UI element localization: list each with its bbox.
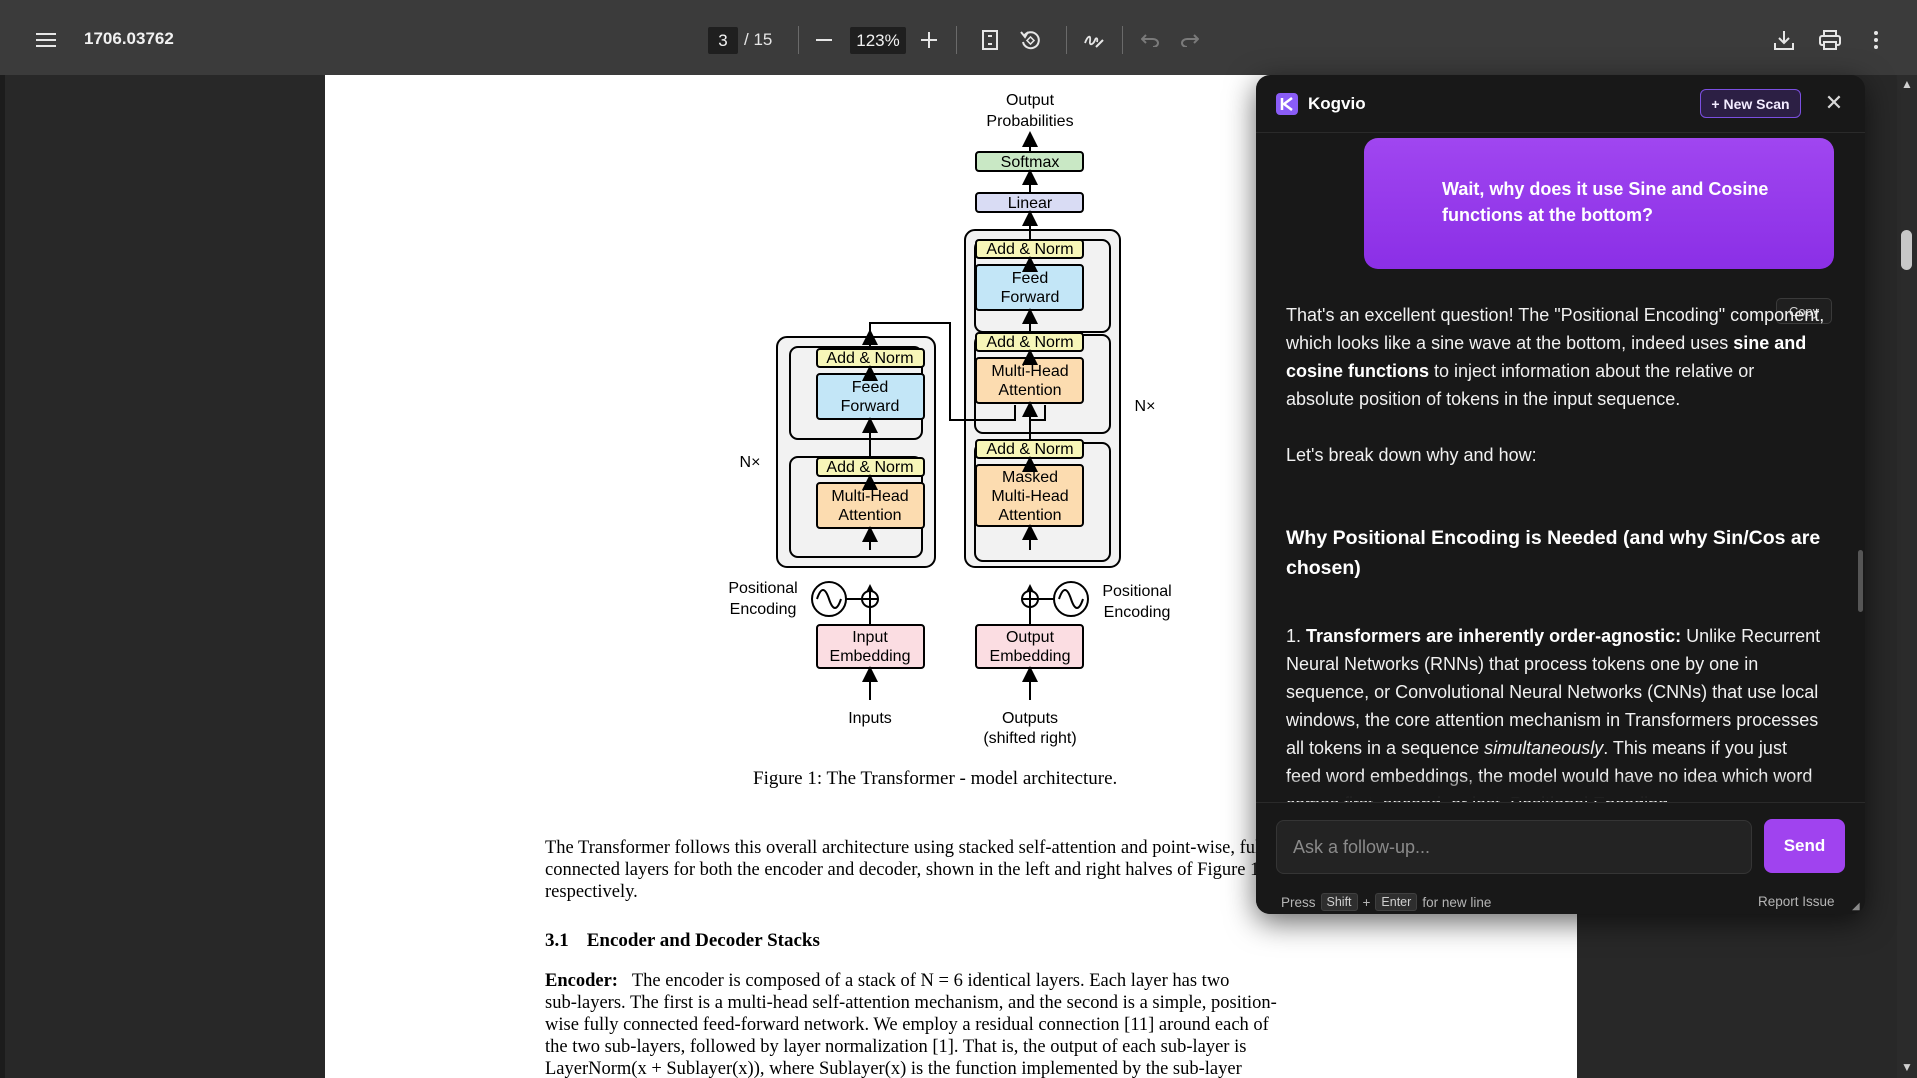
- page-number-input[interactable]: 3: [708, 27, 738, 54]
- toolbar-divider: [798, 26, 799, 54]
- follow-up-input[interactable]: [1276, 820, 1752, 874]
- paragraph-line: wise fully connected feed-forward networ…: [545, 1015, 1269, 1035]
- paragraph-line: Encoder: The encoder is composed of a st…: [545, 971, 1230, 991]
- transformer-diagram: Output Probabilities Softmax Linear Add …: [728, 92, 1171, 747]
- paragraph-line: LayerNorm(x + Sublayer(x)), where Sublay…: [545, 1059, 1242, 1078]
- assistant-paragraph: 1. Transformers are inherently order-agn…: [1286, 626, 1821, 814]
- draw-icon[interactable]: [1082, 28, 1106, 52]
- section-number: 3.1: [545, 930, 569, 951]
- page-total: / 15: [744, 30, 773, 49]
- svg-text:Positional: Positional: [728, 580, 797, 597]
- svg-text:Inputs: Inputs: [848, 710, 892, 727]
- svg-text:Multi-Head: Multi-Head: [991, 488, 1068, 505]
- paragraph-line: connected layers for both the encoder an…: [545, 860, 1264, 880]
- more-icon[interactable]: [1864, 28, 1888, 52]
- undo-icon[interactable]: [1138, 28, 1162, 52]
- section-title: Encoder and Decoder Stacks: [586, 930, 820, 951]
- paragraph-line: the two sub-layers, followed by layer no…: [545, 1037, 1247, 1057]
- svg-text:Input: Input: [852, 629, 888, 646]
- zoom-out-icon[interactable]: [812, 28, 836, 52]
- menu-icon[interactable]: [34, 28, 58, 52]
- svg-text:Encoding: Encoding: [730, 601, 797, 618]
- scroll-up-icon[interactable]: ▲: [1901, 77, 1913, 91]
- figure-caption: Figure 1: The Transformer - model archit…: [753, 768, 1118, 789]
- svg-text:N×: N×: [1135, 398, 1156, 415]
- keyboard-hint: Press Shift + Enter for new line: [1281, 893, 1492, 911]
- copy-button[interactable]: Copy: [1776, 298, 1832, 324]
- user-message-text: Wait, why does it use Sine and Cosine fu…: [1442, 179, 1769, 225]
- panel-header: Kogvio + New Scan ✕: [1256, 75, 1865, 133]
- svg-text:Forward: Forward: [841, 398, 900, 415]
- svg-text:Add & Norm: Add & Norm: [986, 441, 1073, 458]
- paragraph-line: The Transformer follows this overall arc…: [545, 838, 1275, 858]
- svg-text:Attention: Attention: [998, 382, 1061, 399]
- svg-text:Masked: Masked: [1002, 469, 1058, 486]
- kogvio-chat-panel: Kogvio + New Scan ✕ Wait, why does it us…: [1256, 75, 1865, 914]
- svg-text:Embedding: Embedding: [990, 648, 1071, 665]
- user-message-bubble: Wait, why does it use Sine and Cosine fu…: [1364, 138, 1834, 269]
- enter-key: Enter: [1375, 893, 1418, 911]
- svg-text:Multi-Head: Multi-Head: [991, 363, 1068, 380]
- encoder-label: Encoder:: [545, 971, 618, 991]
- viewer-scrollbar[interactable]: [1897, 75, 1917, 1078]
- svg-text:Multi-Head: Multi-Head: [831, 488, 908, 505]
- svg-text:Add & Norm: Add & Norm: [986, 241, 1073, 258]
- message-fade: [1256, 775, 1865, 801]
- svg-text:Positional: Positional: [1102, 583, 1171, 600]
- svg-text:Add & Norm: Add & Norm: [986, 334, 1073, 351]
- svg-text:N×: N×: [740, 454, 761, 471]
- shift-key: Shift: [1320, 893, 1358, 911]
- zoom-level-input[interactable]: 123%: [850, 27, 906, 54]
- svg-text:Outputs: Outputs: [1002, 710, 1058, 727]
- toolbar-divider: [956, 26, 957, 54]
- svg-text:Probabilities: Probabilities: [986, 113, 1073, 130]
- close-icon[interactable]: ✕: [1824, 90, 1844, 115]
- svg-text:Feed: Feed: [1012, 270, 1048, 287]
- pdf-toolbar: 1706.03762 3 / 15 123%: [0, 0, 1917, 75]
- fit-page-icon[interactable]: [978, 28, 1002, 52]
- svg-text:Encoding: Encoding: [1104, 604, 1171, 621]
- kogvio-logo-icon: [1276, 93, 1298, 115]
- toolbar-divider: [1122, 26, 1123, 54]
- svg-text:Linear: Linear: [1008, 195, 1053, 212]
- document-title: 1706.03762: [84, 29, 174, 48]
- scroll-down-icon[interactable]: ▼: [1901, 1060, 1913, 1074]
- assistant-paragraph: Let's break down why and how:: [1286, 445, 1537, 465]
- zoom-in-icon[interactable]: [917, 28, 941, 52]
- svg-text:Add & Norm: Add & Norm: [826, 459, 913, 476]
- brand-name: Kogvio: [1308, 94, 1366, 113]
- svg-text:Embedding: Embedding: [830, 648, 911, 665]
- assistant-paragraph: That's an excellent question! The "Posit…: [1286, 305, 1825, 409]
- svg-text:(shifted right): (shifted right): [983, 730, 1076, 747]
- svg-text:Add & Norm: Add & Norm: [826, 350, 913, 367]
- print-icon[interactable]: [1818, 28, 1842, 52]
- svg-text:Softmax: Softmax: [1001, 154, 1060, 171]
- toolbar-divider: [1066, 26, 1067, 54]
- svg-text:Output: Output: [1006, 629, 1055, 646]
- assistant-heading: Why Positional Encoding is Needed (and w…: [1286, 527, 1821, 579]
- sidebar-edge: [0, 75, 5, 1078]
- chat-footer: Send Press Shift + Enter for new line Re…: [1256, 802, 1865, 914]
- download-icon[interactable]: [1772, 28, 1796, 52]
- resize-handle-icon[interactable]: ◢: [1852, 901, 1860, 912]
- scrollbar-thumb[interactable]: [1901, 230, 1912, 270]
- svg-text:Forward: Forward: [1001, 289, 1060, 306]
- paragraph-line: respectively.: [545, 882, 638, 902]
- report-issue-link[interactable]: Report Issue: [1758, 894, 1835, 909]
- svg-text:Attention: Attention: [838, 507, 901, 524]
- new-scan-button[interactable]: + New Scan: [1700, 89, 1801, 118]
- rotate-icon[interactable]: [1018, 28, 1042, 52]
- redo-icon[interactable]: [1178, 28, 1202, 52]
- chat-scrollbar[interactable]: [1858, 550, 1863, 612]
- paragraph-line: sub-layers. The first is a multi-head se…: [545, 993, 1277, 1013]
- send-button[interactable]: Send: [1764, 819, 1845, 873]
- svg-text:Attention: Attention: [998, 507, 1061, 524]
- svg-text:Feed: Feed: [852, 379, 888, 396]
- svg-text:Output: Output: [1006, 92, 1055, 109]
- section-heading: 3.1 Encoder and Decoder Stacks: [545, 930, 820, 952]
